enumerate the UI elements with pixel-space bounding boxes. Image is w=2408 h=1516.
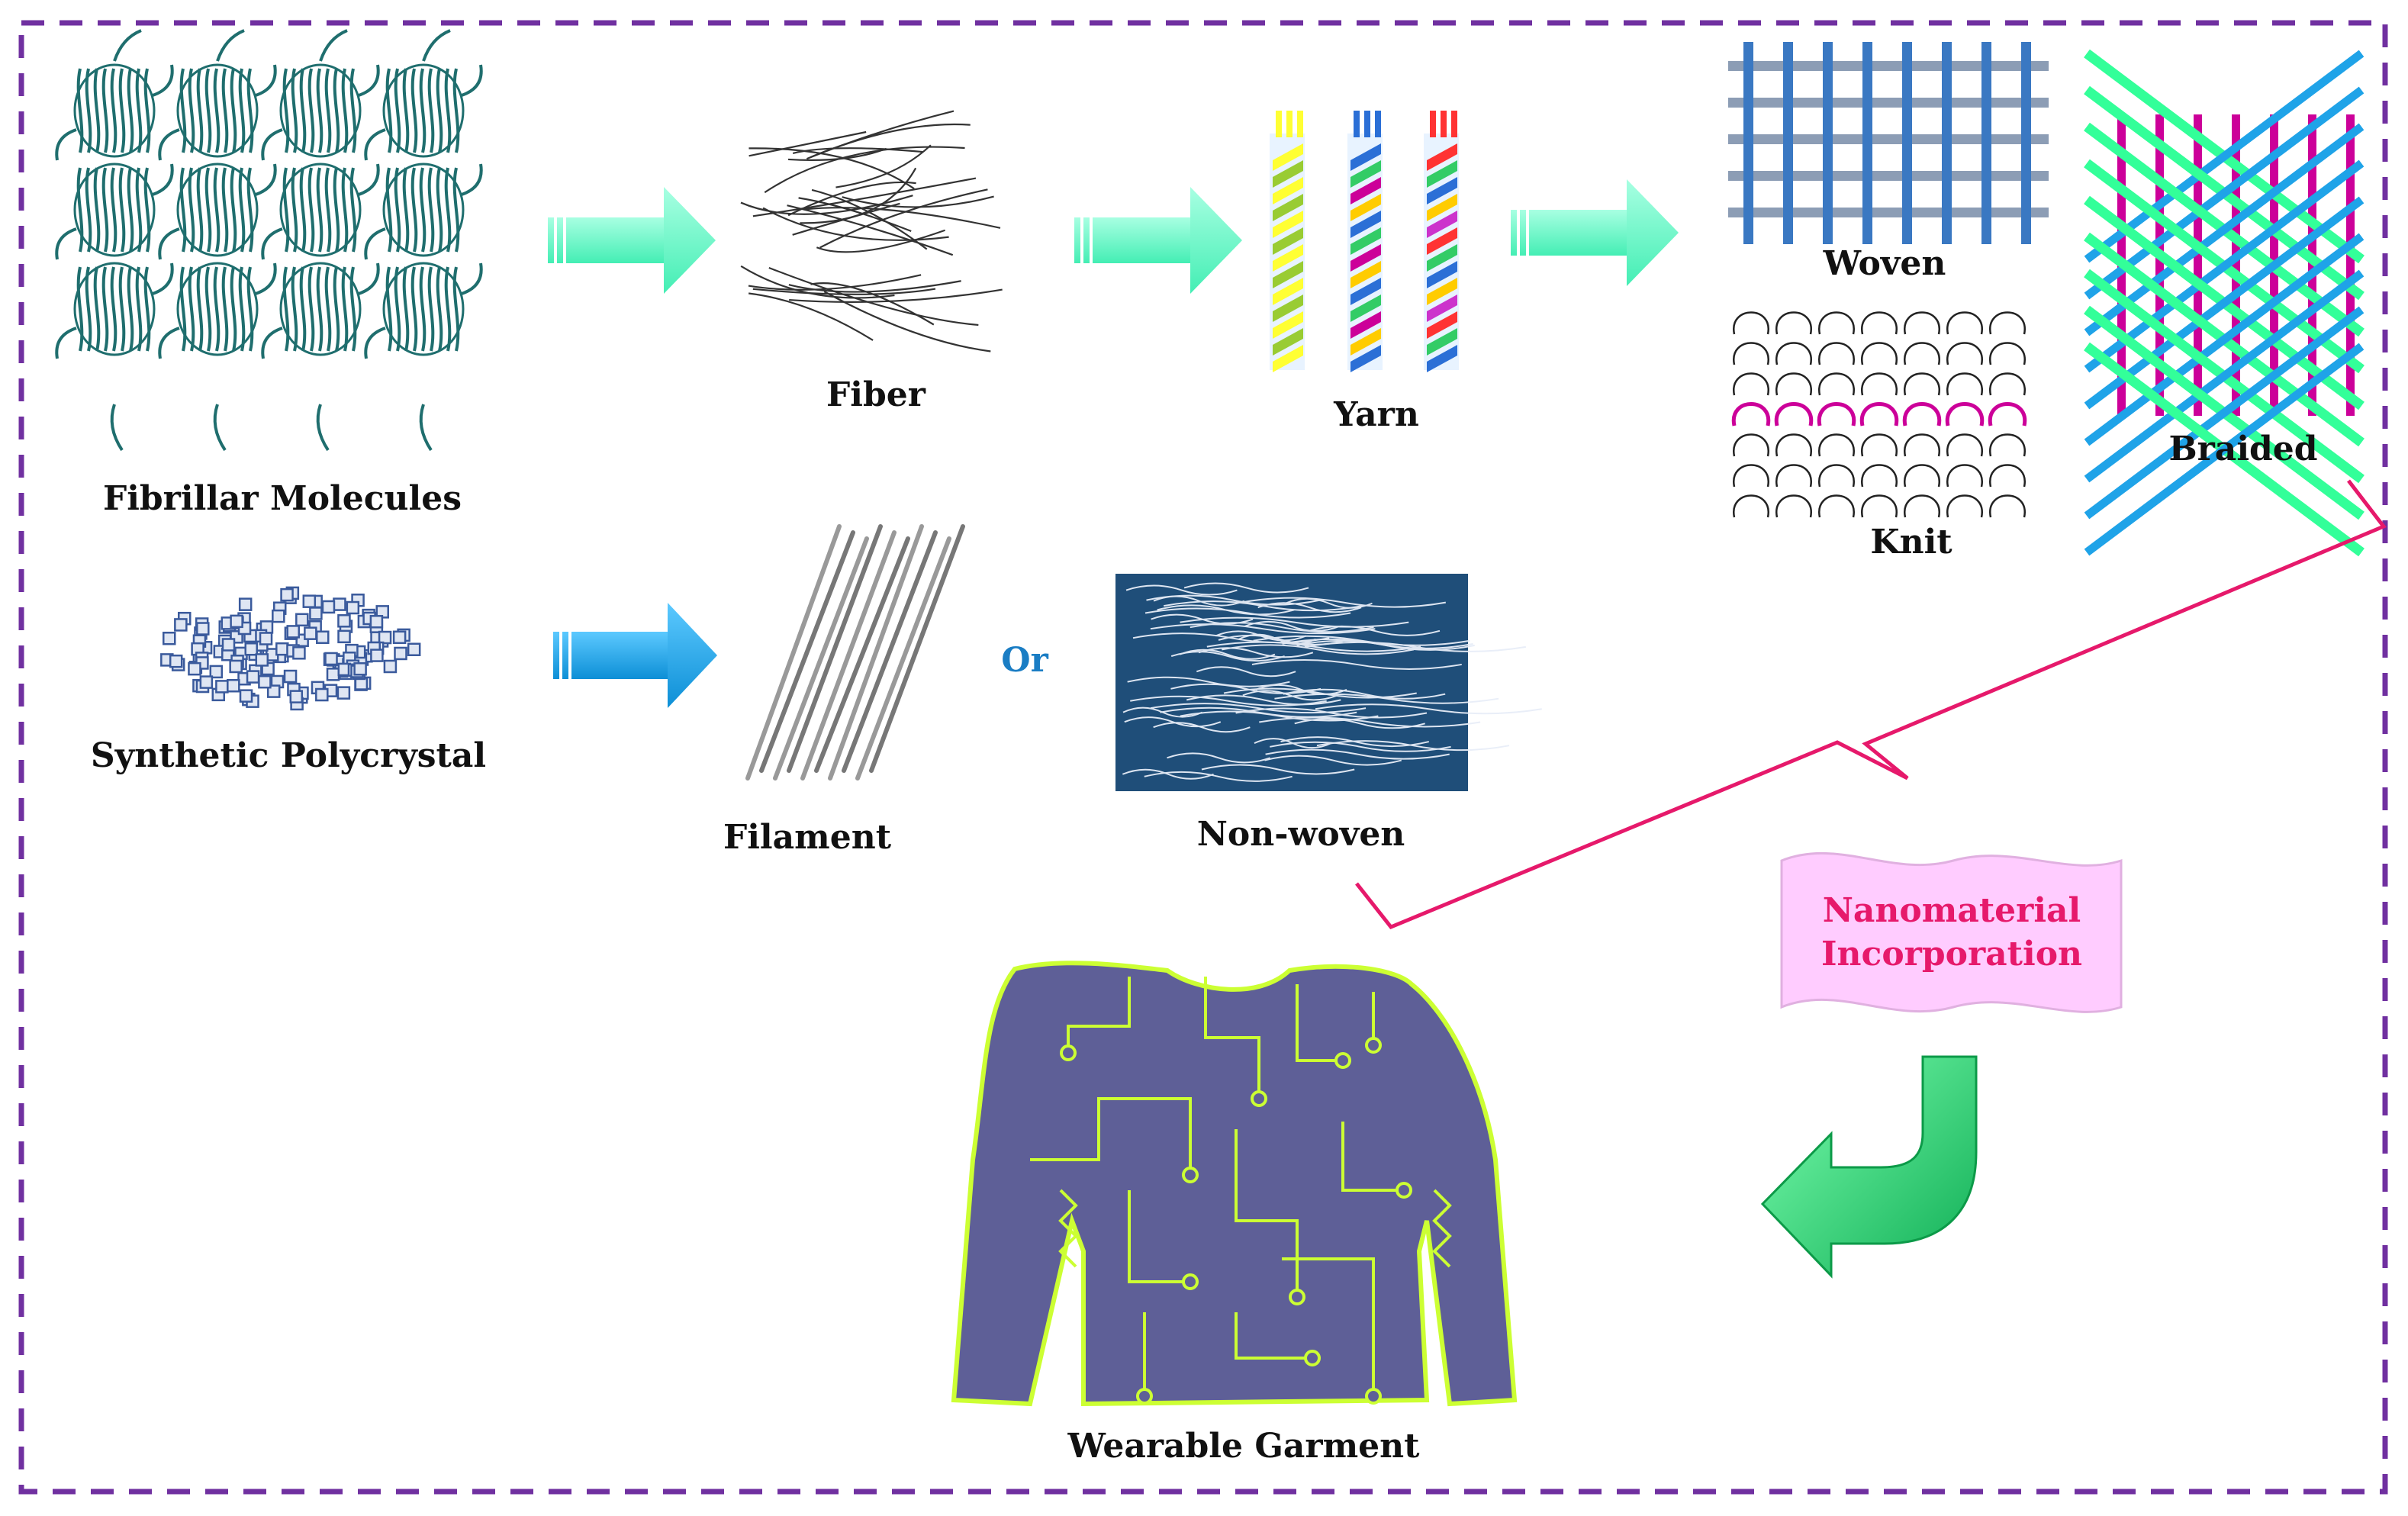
woven-illustration xyxy=(1728,42,2049,244)
label-knit: Knit xyxy=(1870,523,1952,562)
label-fibrillar-molecules: Fibrillar Molecules xyxy=(103,479,462,518)
nanomaterial-banner: Nanomaterial Incorporation xyxy=(1780,851,2123,1013)
label-filament: Filament xyxy=(723,818,892,857)
blue-arrow-icon xyxy=(553,603,717,708)
fibrillar-molecules-illustration xyxy=(55,29,483,452)
nanomaterial-text-line1: Nanomaterial xyxy=(1823,891,2081,930)
label-braided: Braided xyxy=(2168,430,2317,468)
nonwoven-illustration xyxy=(1115,574,1542,791)
curved-green-arrow-icon xyxy=(1760,1055,1978,1279)
label-or: Or xyxy=(1001,641,1048,680)
pink-brace xyxy=(1355,479,2387,930)
label-fiber: Fiber xyxy=(826,375,926,414)
dashed-frame xyxy=(18,20,2388,1495)
label-wearable-garment: Wearable Garment xyxy=(1067,1427,1421,1466)
synthetic-polycrystal-illustration xyxy=(160,586,421,711)
mint-arrow-icon xyxy=(548,187,716,294)
label-synthetic-polycrystal: Synthetic Polycrystal xyxy=(91,736,486,775)
knit-illustration xyxy=(1731,311,2027,518)
braided-illustration xyxy=(2084,49,2365,557)
wearable-garment-illustration xyxy=(951,961,1518,1407)
label-yarn: Yarn xyxy=(1333,395,1419,434)
mint-arrow-icon xyxy=(1074,187,1242,294)
mint-arrow-icon xyxy=(1511,179,1679,286)
yarn-illustration xyxy=(1270,111,1459,372)
fiber-illustration xyxy=(740,110,1003,352)
filament-illustration xyxy=(745,524,965,781)
nanomaterial-text-line2: Incorporation xyxy=(1821,935,2082,974)
label-woven: Woven xyxy=(1823,244,1946,283)
label-non-woven: Non-woven xyxy=(1197,815,1405,854)
